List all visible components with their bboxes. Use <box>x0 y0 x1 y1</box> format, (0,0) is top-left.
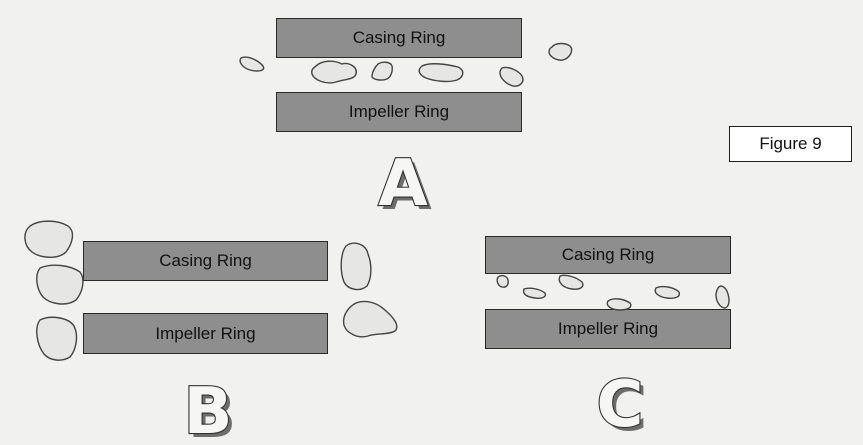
panel-c-letter-shadow: C <box>601 372 648 445</box>
debris-particle-icon <box>340 242 372 291</box>
panel-a-casing-ring: Casing Ring <box>276 18 522 58</box>
panel-a-letter-text: A <box>378 147 428 221</box>
debris-particle-icon <box>36 316 78 361</box>
debris-particle-icon <box>499 66 524 87</box>
panel-a-letter-shadow: A <box>382 151 432 225</box>
panel-b-letter-shadow: B <box>188 379 237 445</box>
panel-a-particles <box>239 42 573 87</box>
panel-b-impeller-ring: Impeller Ring <box>83 313 328 354</box>
debris-particle-icon <box>715 285 730 309</box>
panel-c-letter-text: C <box>597 368 644 442</box>
debris-particle-icon <box>418 63 464 83</box>
panel-c-letter: C C <box>595 367 648 445</box>
debris-particle-icon <box>522 287 547 299</box>
debris-particle-icon <box>558 274 584 290</box>
debris-particle-icon <box>548 42 573 61</box>
debris-particle-icon <box>311 60 357 84</box>
debris-particle-icon <box>371 61 393 81</box>
debris-particle-icon <box>496 274 509 288</box>
debris-particle-icon <box>606 298 632 311</box>
panel-b-letter: B B <box>183 374 237 445</box>
debris-particle-icon <box>239 56 265 72</box>
panel-b-letter-text: B <box>184 375 233 445</box>
panel-c-casing-ring: Casing Ring <box>485 236 731 274</box>
debris-particle-icon <box>342 300 398 338</box>
panel-a-letter: A A <box>377 146 432 225</box>
panel-c-particles <box>496 274 730 311</box>
panel-b-particles <box>24 220 398 361</box>
debris-particle-icon <box>36 264 84 305</box>
panel-a-impeller-ring: Impeller Ring <box>276 92 522 132</box>
debris-particle-icon <box>24 220 74 258</box>
panel-b-casing-ring: Casing Ring <box>83 241 328 281</box>
debris-particle-icon <box>654 285 681 299</box>
panel-c-impeller-ring: Impeller Ring <box>485 309 731 349</box>
figure-label: Figure 9 <box>729 126 852 162</box>
